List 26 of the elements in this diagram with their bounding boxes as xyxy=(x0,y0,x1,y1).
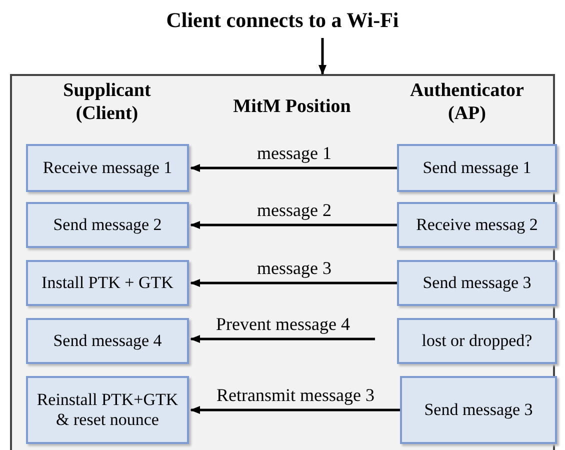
arrow xyxy=(318,38,326,75)
edge-label: message 2 xyxy=(255,201,334,221)
process-box: Send message 3 xyxy=(397,260,557,306)
edge-label: Retransmit message 3 xyxy=(214,386,376,406)
heading-text: Client connects to a Wi-Fi xyxy=(160,4,405,36)
frame-panel xyxy=(10,74,555,450)
edge-label: message 1 xyxy=(255,144,334,164)
arrow xyxy=(190,279,397,287)
process-box: lost or dropped? xyxy=(397,318,557,364)
column-header: Supplicant (Client) xyxy=(62,80,152,126)
process-box: Send message 3 xyxy=(400,376,557,444)
process-box: Send message 2 xyxy=(26,202,189,248)
process-box: Receive message 1 xyxy=(26,144,189,192)
arrow xyxy=(190,335,375,343)
arrow xyxy=(190,164,397,172)
process-box: Receive messag 2 xyxy=(397,202,557,248)
edge-label: message 3 xyxy=(255,259,334,279)
column-header: Authenticator (AP) xyxy=(409,80,525,126)
process-box: Reinstall PTK+GTK & reset nounce xyxy=(26,376,189,444)
process-box: Send message 4 xyxy=(26,318,189,364)
edge-label: Prevent message 4 xyxy=(214,315,352,335)
column-header: MitM Position xyxy=(232,96,352,119)
arrow xyxy=(190,221,397,229)
process-box: Install PTK + GTK xyxy=(26,260,189,306)
process-box: Send message 1 xyxy=(397,144,557,192)
arrow xyxy=(190,406,400,414)
